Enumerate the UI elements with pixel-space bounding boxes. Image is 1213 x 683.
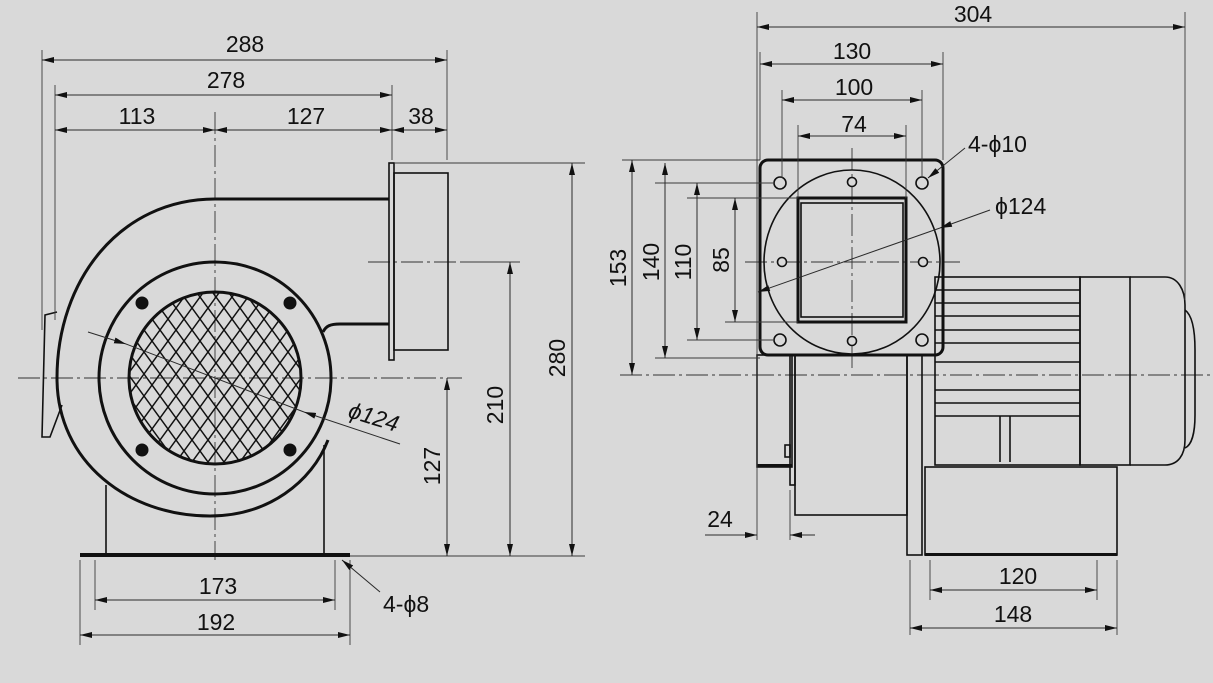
mounting-hole-icon: [846, 176, 858, 188]
dim-label: 127: [419, 447, 445, 485]
front-dimension-labels: 288 278 113 127 38 127 210 280 173 192 ϕ…: [119, 31, 570, 635]
dim-label: 153: [605, 249, 631, 287]
dim-label: 192: [197, 609, 235, 635]
dim-label: 210: [482, 386, 508, 424]
dim-label: 100: [835, 74, 873, 100]
mounting-hole-icon: [915, 333, 929, 347]
dim-label: 74: [841, 111, 867, 137]
dim-label: 24: [707, 506, 733, 532]
mounting-hole-icon: [773, 176, 787, 190]
mounting-hole-icon: [776, 256, 788, 268]
dim-label: 288: [226, 31, 264, 57]
stand-plate: [906, 354, 923, 556]
side-dimension-labels: 304 130 100 74 153 140 110 85 4-ϕ10 ϕ124…: [605, 1, 1046, 627]
fan-housing: [756, 354, 923, 556]
side-dimension-lines: [629, 24, 1185, 631]
dim-label: 173: [199, 573, 237, 599]
mounting-hole-icon: [917, 256, 929, 268]
outlet-duct: [393, 172, 449, 351]
dim-label: 140: [638, 243, 664, 281]
bolt-icon: [135, 296, 149, 310]
dim-label: 127: [287, 103, 325, 129]
dim-label: 85: [708, 247, 734, 273]
mounting-hole-icon: [915, 176, 929, 190]
dim-label: ϕ124: [346, 397, 403, 437]
dim-label: 304: [954, 1, 993, 27]
stand: [80, 445, 350, 557]
motor-fan-cover: [1130, 276, 1186, 466]
side-bracket: [41, 311, 63, 438]
motor-end-bell: [1079, 276, 1131, 466]
dim-label: 110: [670, 244, 696, 281]
side-view: 304 130 100 74 153 140 110 85 4-ϕ10 ϕ124…: [605, 1, 1213, 635]
front-view: 288 278 113 127 38 127 210 280 173 192 ϕ…: [18, 31, 585, 645]
dim-label: 148: [994, 601, 1032, 627]
blower-housing: [41, 162, 449, 518]
motor-base: [924, 466, 1118, 556]
mounting-hole-icon: [846, 335, 858, 347]
mounting-hole-icon: [773, 333, 787, 347]
bolt-icon: [283, 296, 297, 310]
bolt-icon: [135, 443, 149, 457]
dim-label: 280: [544, 339, 570, 377]
dim-label: 4-ϕ8: [383, 591, 429, 617]
dim-label: 113: [119, 103, 156, 129]
dim-label: ϕ124: [995, 193, 1046, 219]
bolt-icon: [283, 443, 297, 457]
motor: [924, 276, 1196, 556]
dim-label: 120: [999, 563, 1037, 589]
front-dimension-lines: [42, 57, 575, 638]
dim-label: 130: [833, 38, 871, 64]
side-extension-lines: [622, 12, 1186, 635]
dim-label: 4-ϕ10: [968, 131, 1027, 157]
front-extension-lines: [41, 50, 585, 645]
dim-label: 278: [207, 67, 245, 93]
dim-label: 38: [408, 103, 434, 129]
inlet-flange: [758, 158, 945, 357]
bolt-icon: [784, 444, 791, 458]
